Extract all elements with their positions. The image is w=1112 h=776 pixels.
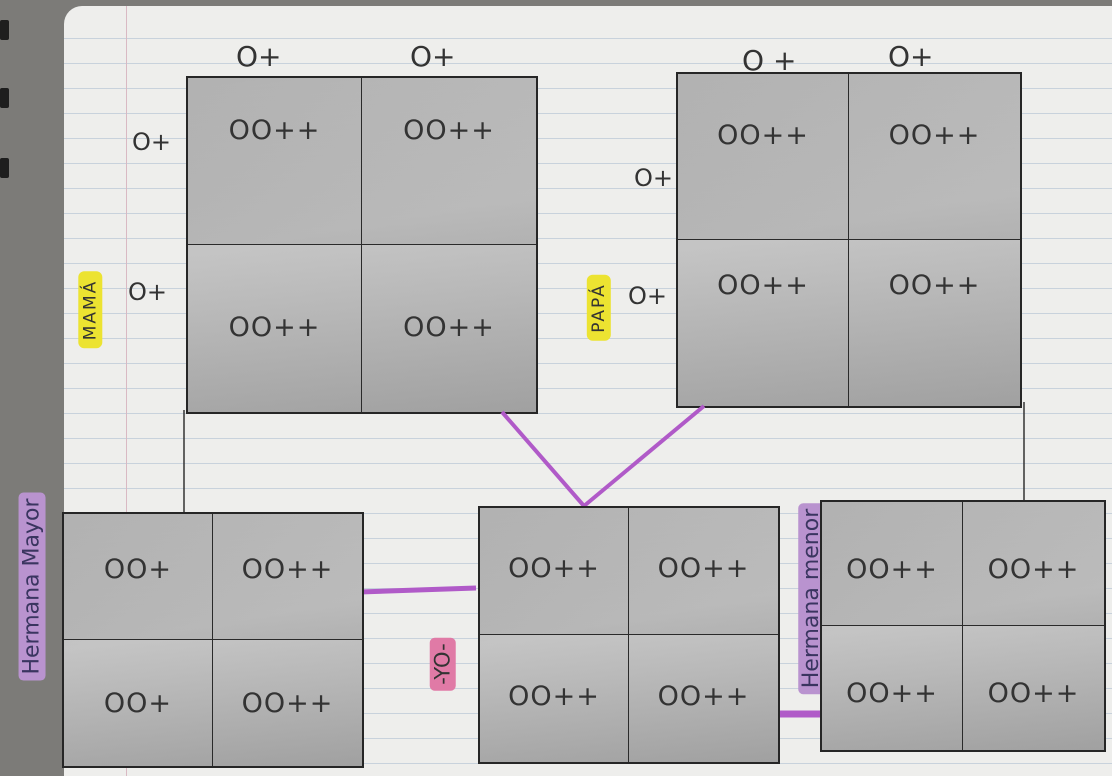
grid-cell: OO++ <box>213 640 362 766</box>
genotype-text: OO++ <box>657 553 750 585</box>
grid-cell: OO++ <box>188 78 362 245</box>
genotype-text: OO++ <box>987 553 1080 585</box>
mama-row-allele-1: O+ <box>132 128 171 156</box>
grid-cell: OO++ <box>822 626 963 750</box>
yo-label: -YO- <box>429 637 456 691</box>
hermana-menor-punnett-square: OO++ OO++ OO++ OO++ <box>820 500 1106 752</box>
binder-hole <box>0 158 9 178</box>
genotype-text: OO++ <box>228 311 321 343</box>
genotype-text: OO++ <box>987 678 1080 710</box>
grid-cell: OO++ <box>213 514 362 640</box>
genotype-text: OO++ <box>846 678 938 710</box>
grid-cell: OO++ <box>480 508 629 635</box>
hermana-mayor-punnett-square: OO+ OO++ OO+ OO++ <box>62 512 364 768</box>
genotype-text: OO++ <box>241 687 334 719</box>
papa-col-allele-2: O+ <box>888 40 934 73</box>
mama-col-allele-1: O+ <box>236 40 282 73</box>
genotype-text: OO++ <box>717 120 809 152</box>
genotype-text: OO++ <box>228 114 321 146</box>
genotype-text: OO+ <box>103 554 173 585</box>
genotype-text: OO++ <box>241 554 334 585</box>
hermana-mayor-label: Hermana Mayor <box>18 492 46 681</box>
binder-hole <box>0 20 9 40</box>
mama-col-allele-2: O+ <box>410 40 456 73</box>
mama-punnett-square: OO++ OO++ OO++ OO++ <box>186 76 538 414</box>
papa-punnett-square: OO++ OO++ OO++ OO++ <box>676 72 1022 408</box>
grid-cell: OO++ <box>629 508 778 635</box>
connector-mayor-to-yo <box>359 585 477 595</box>
genotype-text: OO++ <box>888 269 981 301</box>
grid-cell: OO++ <box>629 635 778 762</box>
grid-cell: OO+ <box>64 514 213 640</box>
papa-col-allele-1: O + <box>742 44 797 77</box>
genotype-text: OO+ <box>103 687 173 719</box>
papa-row-allele-2: O+ <box>628 282 667 310</box>
hermana-mayor-label-text: Hermana Mayor <box>18 492 46 681</box>
connector-papa-to-yo <box>582 404 706 508</box>
genotype-text: OO++ <box>888 120 981 152</box>
grid-cell: OO++ <box>362 245 536 412</box>
grid-cell: OO++ <box>849 240 1020 406</box>
papa-row-allele-1: O+ <box>634 164 673 192</box>
genotype-text: OO++ <box>403 311 495 343</box>
genotype-text: OO++ <box>657 680 750 712</box>
genotype-text: OO++ <box>846 553 938 585</box>
grid-cell: OO++ <box>480 635 629 762</box>
yo-punnett-square: OO++ OO++ OO++ OO++ <box>478 506 780 764</box>
grid-cell: OO+ <box>64 640 213 766</box>
mama-row-allele-2: O+ <box>128 278 167 306</box>
genotype-text: OO++ <box>403 114 495 146</box>
binder-hole <box>0 88 9 108</box>
grid-cell: OO++ <box>188 245 362 412</box>
yo-label-text: -YO- <box>429 637 456 691</box>
grid-cell: OO++ <box>963 502 1104 626</box>
grid-cell: OO++ <box>362 78 536 245</box>
grid-cell: OO++ <box>678 240 849 406</box>
genotype-text: OO++ <box>508 553 600 585</box>
connector-mama-to-yo <box>500 410 586 508</box>
grid-cell: OO++ <box>678 74 849 240</box>
grid-cell: OO++ <box>822 502 963 626</box>
grid-cell: OO++ <box>849 74 1020 240</box>
margin-line <box>126 6 127 776</box>
grid-cell: OO++ <box>963 626 1104 750</box>
genotype-text: OO++ <box>508 680 600 712</box>
genotype-text: OO++ <box>717 269 809 301</box>
